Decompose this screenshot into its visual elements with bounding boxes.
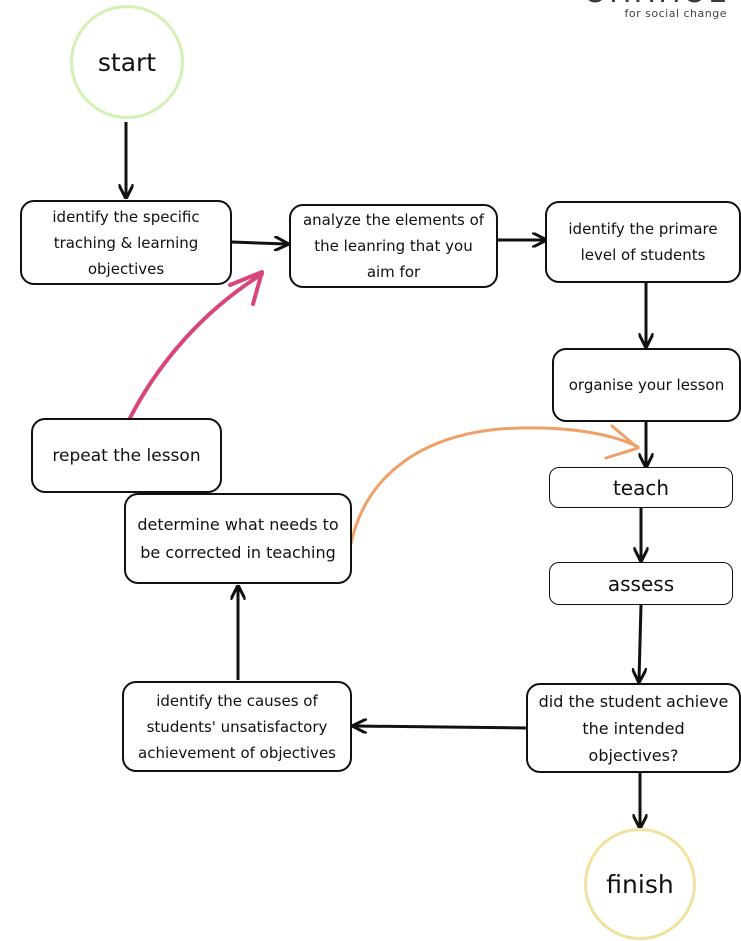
decision-achieved-node: did the student achieve the intended obj… [526, 683, 741, 773]
analyze-elements-node: analyze the elements of the leanring tha… [289, 204, 498, 288]
brand-name: OHHHOL [583, 0, 727, 8]
repeat-lesson-node: repeat the lesson [31, 418, 222, 493]
identify-causes-node: identify the causes of students' unsatis… [122, 681, 352, 772]
arrow-identify-to-analyze [231, 242, 286, 244]
determine-corrections-node: determine what needs to be corrected in … [124, 493, 352, 584]
assess-node: assess [549, 562, 733, 605]
orange-arrowhead [604, 424, 640, 460]
identify-objectives-node: identify the specific traching & learnin… [20, 200, 232, 285]
brand-tagline: for social change [624, 7, 727, 20]
pink-arrowhead [228, 270, 264, 306]
arrow-decision-to-causes [355, 726, 527, 728]
brand-logo: OHHHOL for social change [583, 0, 727, 20]
finish-node: finish [584, 828, 696, 940]
organise-lesson-node: organise your lesson [552, 348, 741, 422]
arrow-assess-to-decision [639, 604, 641, 680]
pink-curved-arrow [128, 272, 264, 420]
teach-node: teach [549, 467, 733, 508]
orange-curved-arrow [348, 426, 640, 550]
identify-level-node: identify the primare level of students [545, 201, 741, 283]
start-node: start [70, 5, 184, 119]
